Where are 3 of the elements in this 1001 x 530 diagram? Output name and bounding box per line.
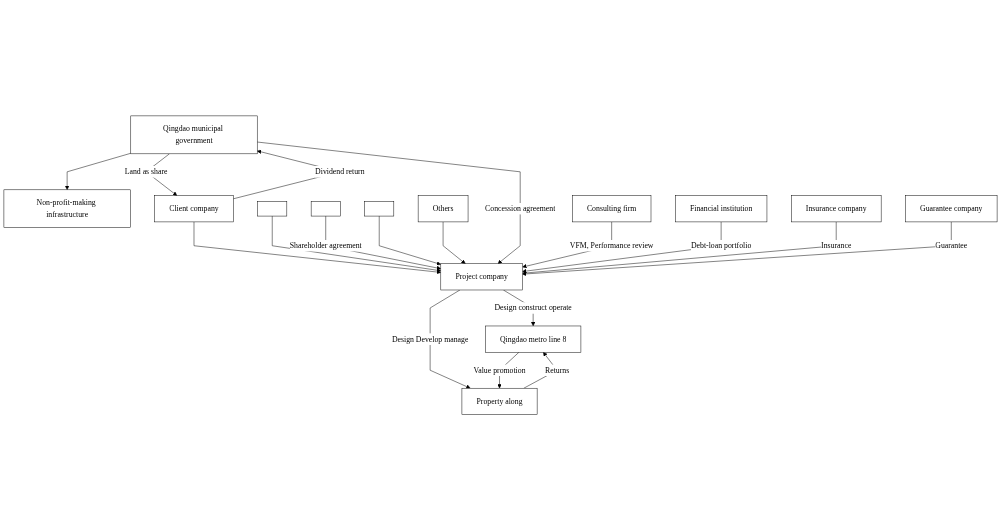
node-box — [364, 201, 395, 217]
node-box — [310, 201, 341, 217]
node-box — [257, 201, 288, 217]
